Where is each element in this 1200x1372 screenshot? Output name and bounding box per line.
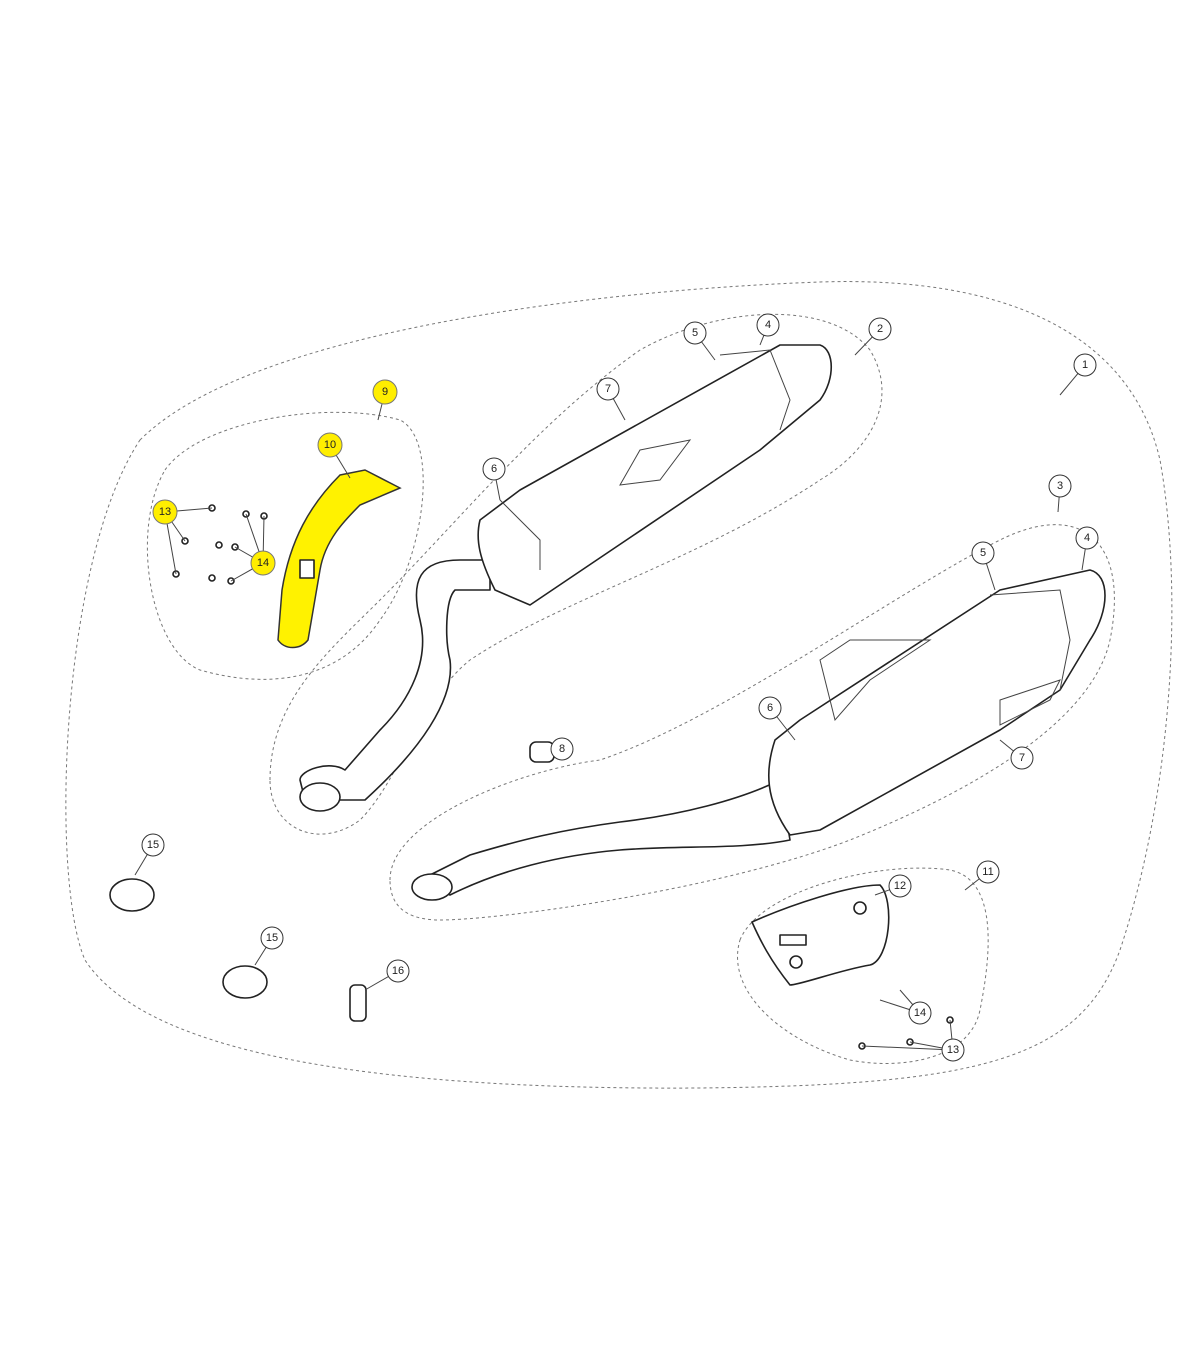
callout-label: 13 — [947, 1044, 959, 1056]
callout-circle — [1048, 474, 1072, 498]
callout-circle — [868, 317, 892, 341]
callout-label: 5 — [692, 327, 698, 339]
callout-label: 1 — [1082, 359, 1088, 371]
callout-circle — [758, 696, 782, 720]
heat-shield-12 — [751, 884, 890, 986]
callout-label: 4 — [1084, 532, 1090, 544]
callout-14: 14 — [908, 1001, 932, 1025]
callout-label: 5 — [980, 547, 986, 559]
callout-circle — [756, 313, 780, 337]
callout-circle — [317, 432, 343, 458]
callout-circle — [386, 959, 410, 983]
callout-label: 6 — [491, 463, 497, 475]
callout-label: 14 — [914, 1007, 926, 1019]
callout-1: 1 — [1073, 353, 1097, 377]
callout-15: 15 — [141, 833, 165, 857]
callout-circle — [596, 377, 620, 401]
callout-circle — [260, 926, 284, 950]
callout-6: 6 — [482, 457, 506, 481]
muffler-assembly-upper — [299, 344, 832, 812]
callout-12: 12 — [888, 874, 912, 898]
callout-label: 10 — [324, 439, 336, 451]
callout-circle — [1010, 746, 1034, 770]
callout-9: 9 — [372, 379, 398, 405]
callout-circle — [683, 321, 707, 345]
callout-circle — [888, 874, 912, 898]
callout-label: 15 — [147, 839, 159, 851]
callout-15: 15 — [260, 926, 284, 950]
callout-circle — [908, 1001, 932, 1025]
callout-label: 2 — [877, 323, 883, 335]
callout-label: 16 — [392, 965, 404, 977]
callout-label: 8 — [559, 743, 565, 755]
callout-13: 13 — [941, 1038, 965, 1062]
clamp-15-b — [222, 965, 268, 999]
callout-5: 5 — [683, 321, 707, 345]
callout-16: 16 — [386, 959, 410, 983]
callout-5: 5 — [971, 541, 995, 565]
callout-circle — [1073, 353, 1097, 377]
callout-circle — [250, 550, 276, 576]
callout-circle — [482, 457, 506, 481]
callout-label: 7 — [1019, 752, 1025, 764]
heat-shield-highlighted — [277, 469, 402, 649]
callout-label: 3 — [1057, 480, 1063, 492]
callout-label: 9 — [382, 386, 388, 398]
callout-2: 2 — [868, 317, 892, 341]
callout-7: 7 — [1010, 746, 1034, 770]
callout-circle — [941, 1038, 965, 1062]
muffler-assembly-lower — [411, 569, 1106, 901]
callout-label: 11 — [982, 866, 993, 878]
callout-3: 3 — [1048, 474, 1072, 498]
callout-circle — [141, 833, 165, 857]
callout-circle — [152, 499, 178, 525]
callout-8: 8 — [550, 737, 574, 761]
callout-circle — [976, 860, 1000, 884]
callout-label: 13 — [159, 506, 171, 518]
sensor-plug-16 — [349, 984, 367, 1022]
callout-10: 10 — [317, 432, 343, 458]
callout-label: 14 — [257, 557, 269, 569]
callout-4: 4 — [756, 313, 780, 337]
callout-13: 13 — [152, 499, 178, 525]
callout-label: 15 — [266, 932, 278, 944]
callout-label: 4 — [765, 319, 771, 331]
callout-circle — [550, 737, 574, 761]
callout-14: 14 — [250, 550, 276, 576]
callout-circle — [971, 541, 995, 565]
clamp-15-a — [109, 878, 155, 912]
callout-label: 12 — [894, 880, 906, 892]
callout-label: 6 — [767, 702, 773, 714]
callout-4: 4 — [1075, 526, 1099, 550]
callout-circle — [372, 379, 398, 405]
callout-circle — [1075, 526, 1099, 550]
callout-6: 6 — [758, 696, 782, 720]
callout-label: 7 — [605, 383, 611, 395]
callout-7: 7 — [596, 377, 620, 401]
group-outline-1 — [65, 281, 1173, 1089]
callout-11: 11 — [976, 860, 1000, 884]
